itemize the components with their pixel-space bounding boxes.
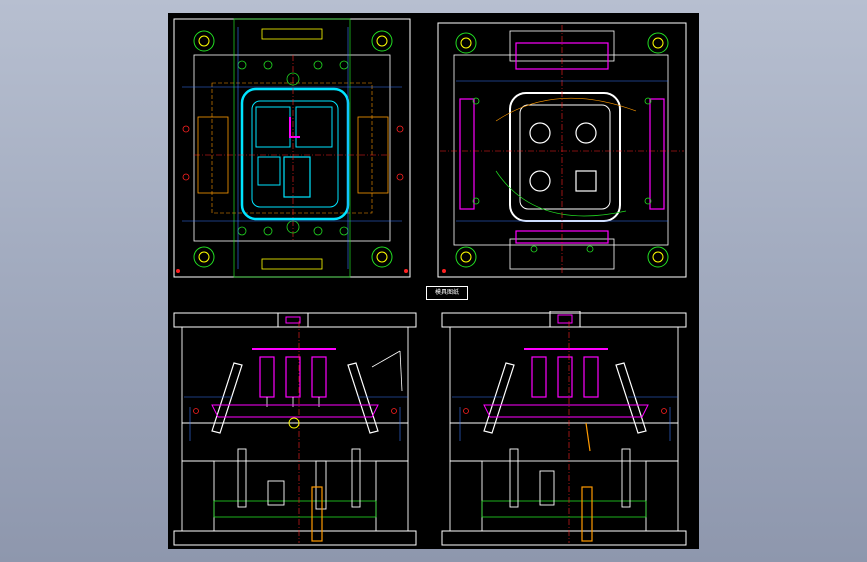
drawing-title-tag: 模具图纸 — [426, 286, 468, 300]
plan-view-right-drawing — [437, 22, 687, 278]
section-view-left-drawing — [173, 312, 417, 546]
plan-view-right[interactable] — [436, 21, 688, 279]
cad-drawing-sheet[interactable]: 模具图纸 — [168, 13, 699, 549]
plan-view-left-drawing — [173, 18, 411, 278]
section-view-right-drawing — [441, 311, 687, 546]
section-view-left[interactable] — [172, 311, 422, 549]
section-view-right[interactable] — [440, 311, 692, 549]
plan-view-left[interactable] — [172, 17, 412, 279]
